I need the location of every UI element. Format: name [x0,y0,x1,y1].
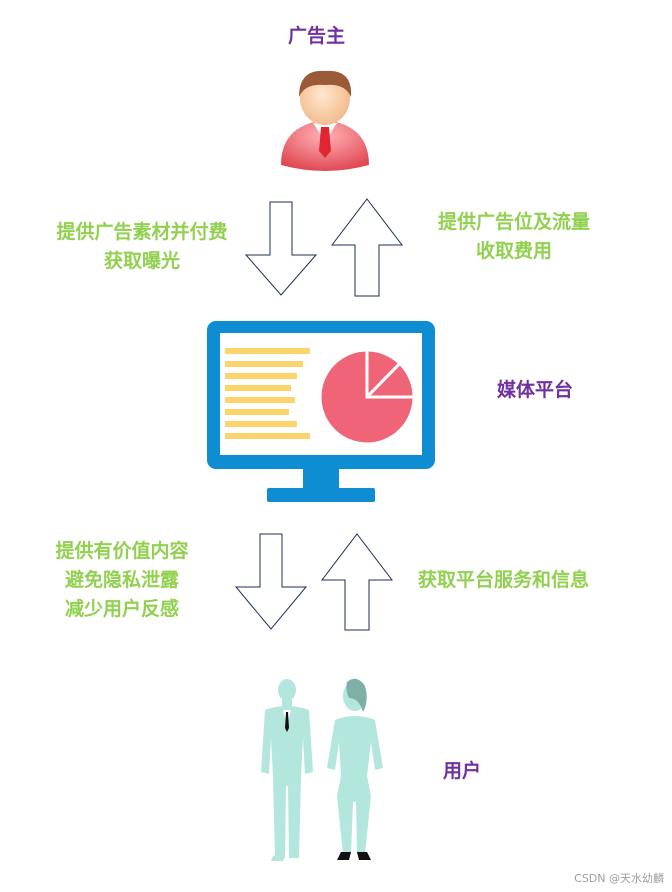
media-platform-label: 媒体平台 [497,379,574,401]
advertiser-provides-text: 提供广告素材并付费 获取曝光 [42,218,242,276]
down-arrow-icon [234,533,308,630]
pie-chart-icon [318,348,416,446]
users-gets-text: 提供有价值内容 避免隐私泄露 减少用户反感 [42,537,202,624]
text-line: 获取曝光 [103,250,180,272]
monitor-icon [207,321,435,502]
down-arrow-icon [244,201,318,296]
users-obtain-text: 获取平台服务和信息 [418,569,590,591]
text-line: 收取费用 [475,240,552,262]
platform-provides-text: 提供广告位及流量 收取费用 [425,208,603,266]
advertiser-label: 广告主 [288,25,346,47]
text-line: 提供有价值内容 [55,540,189,562]
up-arrow-icon [320,533,394,631]
text-line: 避免隐私泄露 [64,569,179,591]
text-line: 提供广告位及流量 [437,211,590,233]
users-people-icon [261,678,383,861]
advertiser-person-icon [281,70,369,171]
text-line: 提供广告素材并付费 [56,221,228,243]
users-label: 用户 [443,760,482,782]
up-arrow-icon [330,198,404,297]
watermark: CSDN @天水幼麟 [574,872,664,885]
text-line: 减少用户反感 [64,598,179,620]
text-lines-icon [225,348,310,439]
